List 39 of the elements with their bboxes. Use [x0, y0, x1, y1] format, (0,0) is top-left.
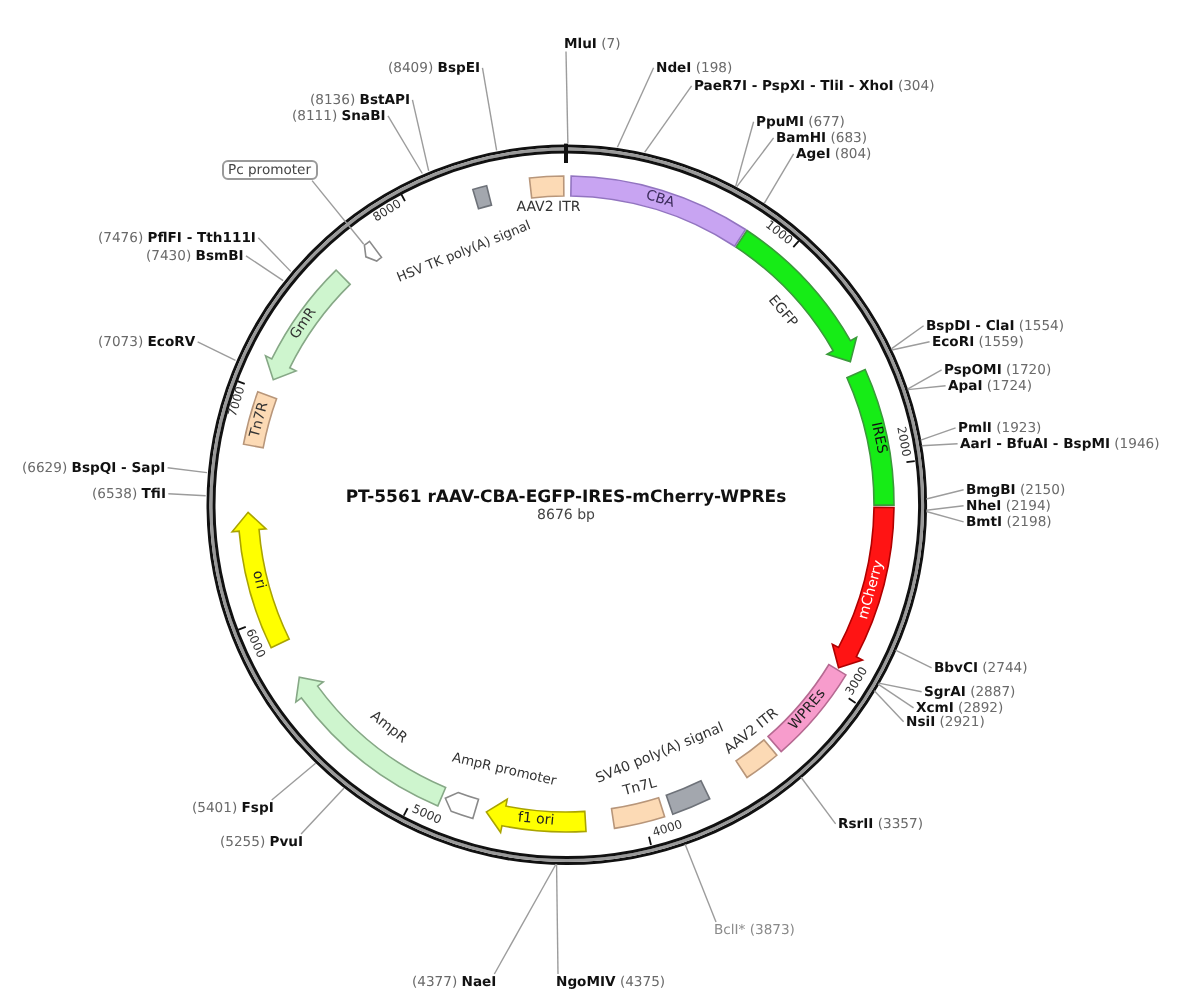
feature-segment — [525, 173, 566, 200]
leader-line — [271, 762, 317, 801]
leader-line — [873, 690, 905, 723]
leader-line — [800, 776, 837, 825]
feature-segment — [469, 181, 494, 212]
leader-line — [891, 341, 931, 351]
leader-line — [643, 85, 693, 153]
leader-line — [167, 493, 207, 497]
feature-segment — [843, 365, 896, 508]
leader-line — [906, 369, 943, 390]
leader-line — [735, 121, 755, 187]
leader-line — [684, 843, 717, 923]
leader-line — [920, 443, 959, 447]
leader-line — [565, 50, 569, 145]
feature-segment — [663, 777, 712, 818]
leader-line — [493, 863, 557, 975]
leader-line — [877, 683, 915, 709]
leader-line — [878, 682, 923, 693]
leader-line — [736, 137, 775, 188]
leader-line — [300, 787, 345, 835]
leader-line — [925, 489, 965, 500]
leader-line — [245, 255, 284, 282]
plasmid-name: PT-5561 rAAV-CBA-EGFP-IRES-mCherry-WPREs — [345, 488, 787, 506]
leader-line — [311, 179, 365, 245]
leader-line — [481, 67, 498, 152]
leader-line — [555, 863, 559, 975]
leader-line — [920, 427, 957, 441]
leader-line — [907, 385, 947, 391]
leader-line — [166, 467, 208, 474]
leader-line — [196, 341, 237, 361]
leader-line — [890, 325, 925, 350]
leader-line — [763, 153, 795, 204]
leader-line — [616, 67, 655, 148]
leader-line — [925, 505, 965, 511]
leader-line — [257, 237, 292, 273]
leader-line — [925, 510, 965, 523]
leader-line — [387, 115, 423, 175]
leader-line — [894, 649, 933, 669]
leader-line — [411, 99, 430, 172]
